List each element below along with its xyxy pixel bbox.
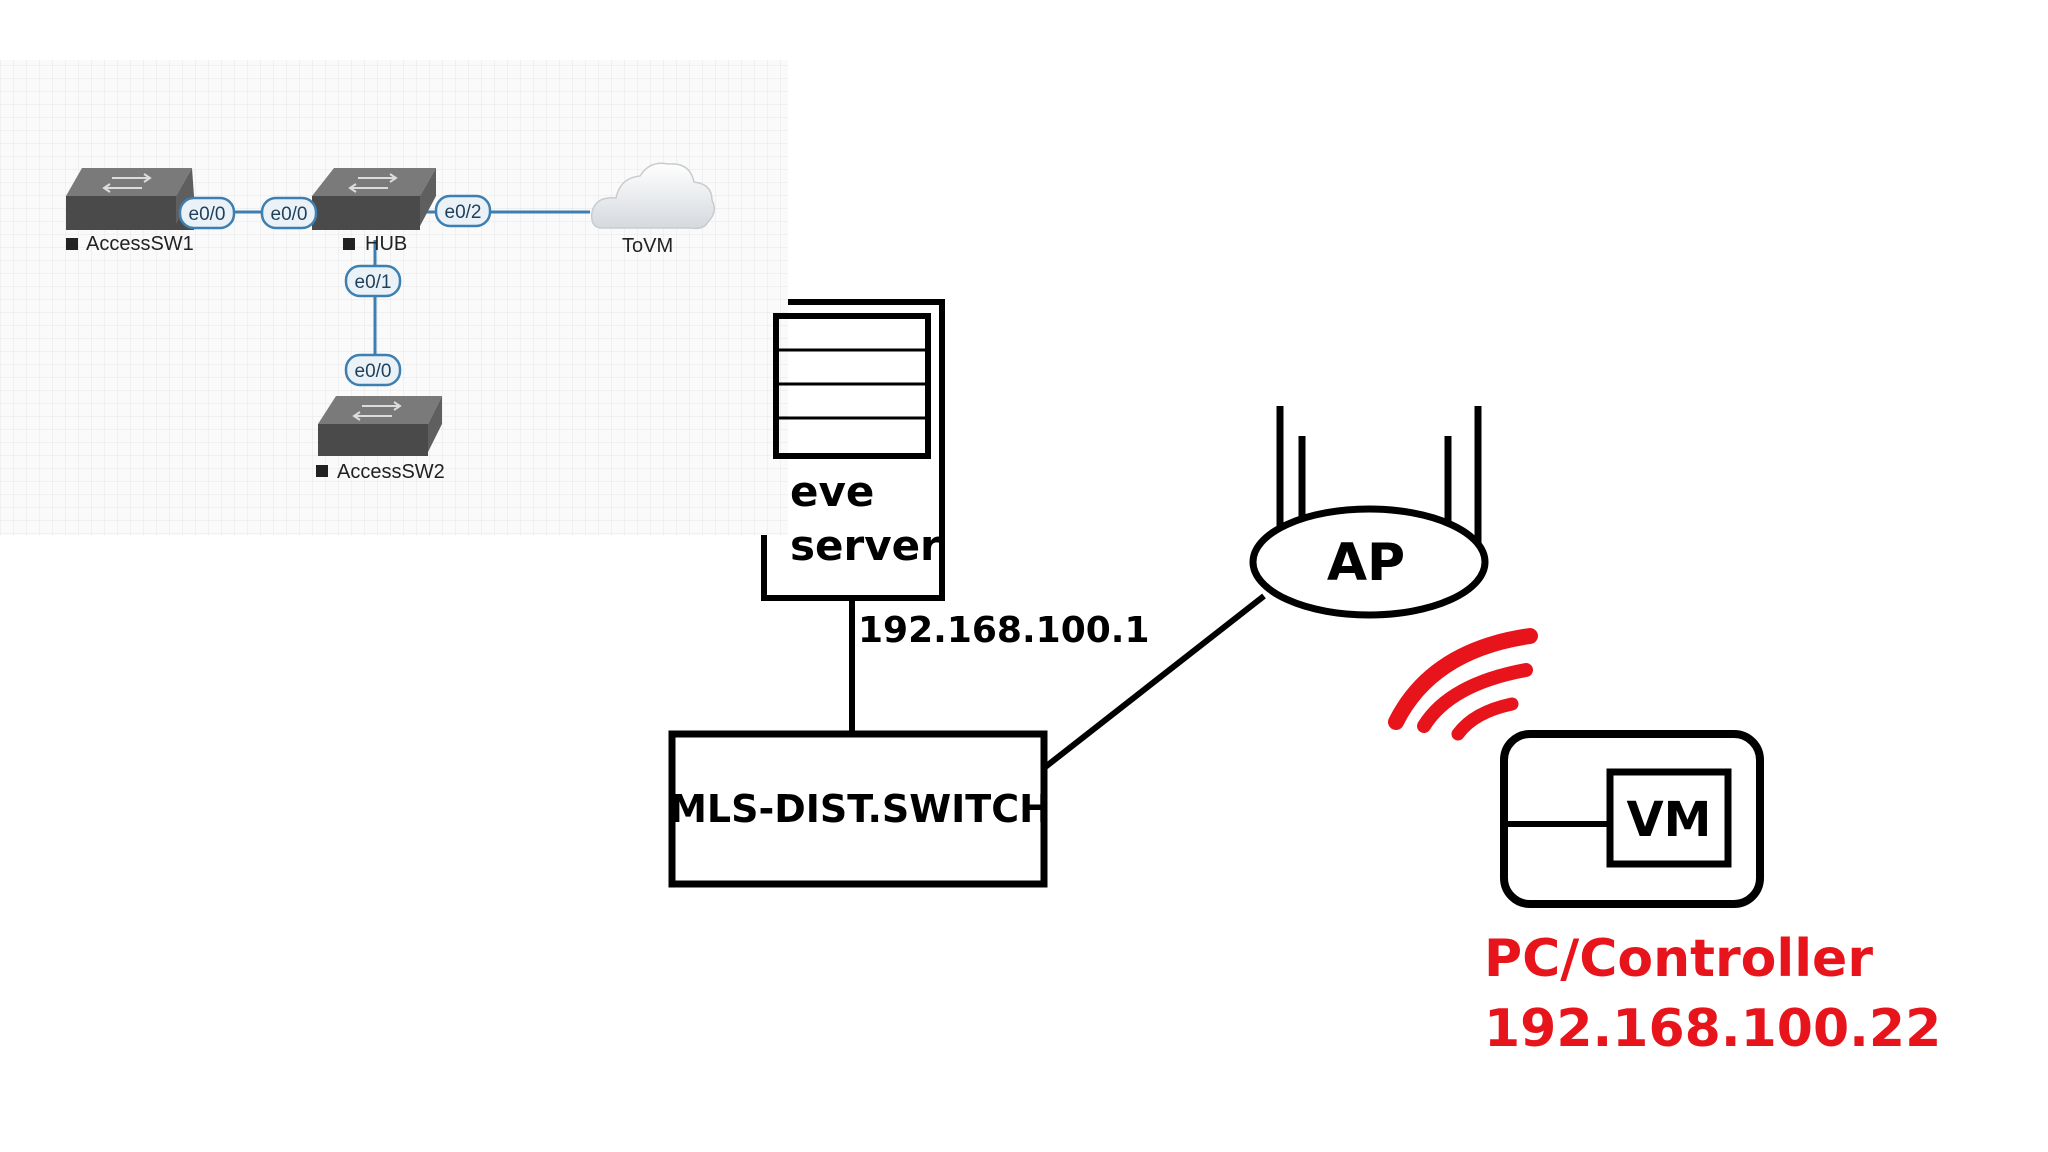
access-sw1-node[interactable]: AccessSW1	[66, 168, 194, 255]
node-status-icon	[66, 238, 78, 250]
vm-label: VM	[1627, 792, 1712, 848]
server-outline	[761, 299, 945, 601]
server-ip: 192.168.100.1	[858, 610, 1150, 651]
access-sw1-label: AccessSW1	[86, 233, 194, 255]
server-label-line2: server	[790, 521, 941, 570]
node-status-icon	[343, 238, 355, 250]
hub-label: HUB	[365, 233, 407, 255]
iface-hub-e00[interactable]: e0/0	[260, 196, 318, 230]
access-sw1-front	[66, 196, 194, 230]
iface-label: e0/0	[189, 204, 226, 225]
access-sw2-top	[318, 396, 442, 424]
hub-top	[312, 168, 436, 196]
hand-drawn-diagram: eve server 192.168.100.1 MLS-DIST.SWITCH…	[668, 299, 1941, 1059]
tovm-label: ToVM	[622, 235, 673, 257]
access-sw1-top	[66, 168, 192, 196]
vm-box	[1606, 768, 1732, 868]
switch-arrows-icon	[348, 173, 398, 193]
iface-label: e0/0	[355, 361, 392, 382]
access-sw2-label: AccessSW2	[337, 461, 445, 483]
iface-label: e0/1	[355, 272, 392, 293]
controller-label: PC/Controller	[1484, 929, 1873, 989]
cloud-icon	[590, 162, 715, 230]
mls-dist-switch: MLS-DIST.SWITCH	[668, 730, 1051, 888]
server-drive-bay	[773, 313, 931, 459]
eve-topology-panel: AccessSW1 HUB	[0, 60, 788, 535]
switch-box	[668, 730, 1048, 888]
controller-ip: 192.168.100.22	[1484, 999, 1941, 1059]
server-label-line1: eve	[790, 467, 874, 516]
wifi-signal-icon	[1388, 628, 1538, 741]
eve-server: eve server	[761, 299, 945, 601]
access-sw2-node[interactable]: AccessSW2	[316, 396, 445, 483]
switch-arrows-icon	[102, 173, 152, 193]
iface-sw1-e00[interactable]: e0/0	[178, 196, 236, 230]
switch-arrows-icon	[352, 401, 402, 421]
access-sw2-front	[318, 424, 428, 456]
tovm-cloud-node[interactable]: ToVM	[590, 162, 715, 257]
switch-label: MLS-DIST.SWITCH	[669, 787, 1051, 831]
ap-label: AP	[1327, 533, 1405, 593]
pc-body	[1500, 730, 1764, 908]
iface-label: e0/2	[445, 202, 482, 223]
iface-sw2-e00[interactable]: e0/0	[344, 353, 402, 387]
ap-body	[1249, 505, 1489, 619]
iface-hub-e01[interactable]: e0/1	[344, 264, 402, 298]
hub-node[interactable]: HUB	[312, 168, 436, 255]
node-status-icon	[316, 465, 328, 477]
iface-label: e0/0	[271, 204, 308, 225]
access-point: AP	[1249, 406, 1489, 619]
hub-front	[312, 196, 420, 230]
pc-controller: VM	[1500, 730, 1764, 908]
iface-hub-e02[interactable]: e0/2	[434, 194, 492, 228]
link-switch-ap	[1042, 593, 1266, 771]
